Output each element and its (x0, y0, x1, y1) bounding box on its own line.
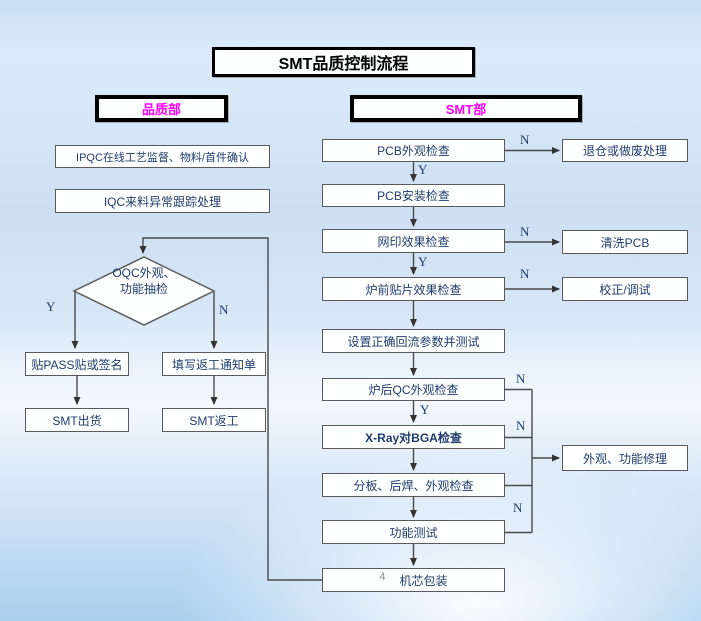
no-label-post-reflow: N (516, 371, 526, 386)
flow-box-post-reflow-qc-inspection: 炉后QC外观检查 (322, 378, 505, 401)
flow-box-core-packaging: 4 机芯包装 (322, 568, 505, 592)
flow-box-rework-notice: 填写返工通知单 (162, 352, 266, 376)
flow-box-clean-pcb: 清洗PCB (562, 230, 688, 254)
flow-box-depanel-solder-visual-inspection: 分板、后焊、外观检查 (322, 473, 505, 497)
page-title: SMT品质控制流程 (212, 47, 475, 77)
no-label-xray: N (516, 418, 526, 433)
flow-box-set-reflow-parameters: 设置正确回流参数并测试 (322, 329, 505, 353)
step-number-prefix: 4 (379, 571, 386, 583)
flow-box-pcb-mount-inspection: PCB安装检查 (322, 184, 505, 207)
no-label-pcb-visual: N (520, 132, 530, 147)
flow-box-smt-rework: SMT返工 (162, 408, 266, 432)
no-label-pre-reflow: N (520, 266, 530, 281)
flow-box-pcb-visual-inspection: PCB外观检查 (322, 139, 505, 162)
flow-box-ipqc-supervision: IPQC在线工艺监督、物料/首件确认 (55, 145, 270, 168)
yes-label-pcb-visual: Y (418, 162, 428, 177)
flow-box-visual-function-repair: 外观、功能修理 (562, 445, 688, 471)
yes-label-oqc: Y (46, 299, 56, 314)
flow-box-iqc-tracking: IQC来料异常跟踪处理 (55, 189, 270, 213)
no-label-oqc: N (219, 302, 229, 317)
flow-box-xray-bga-inspection: X-Ray对BGA检查 (322, 425, 505, 449)
flow-box-smt-ship: SMT出货 (25, 408, 129, 432)
decision-oqc-inspection: OQC外观、 功能抽检 (84, 266, 204, 297)
yes-label-post-reflow: Y (420, 402, 430, 417)
flow-box-screen-print-inspection: 网印效果检查 (322, 229, 505, 253)
yes-label-screen-print: Y (418, 254, 428, 269)
flow-box-calibrate-debug: 校正/调试 (562, 277, 688, 301)
decision-oqc-line2: 功能抽检 (119, 281, 168, 296)
header-smt-dept: SMT部 (350, 95, 582, 122)
flow-box-return-or-scrap: 退仓或做废处理 (562, 139, 688, 162)
header-quality-dept: 品质部 (95, 95, 228, 122)
flow-box-core-packaging-label: 机芯包装 (399, 573, 448, 588)
decision-oqc-line1: OQC外观、 (112, 266, 176, 280)
flow-box-pass-sticker: 贴PASS贴或签名 (25, 352, 129, 376)
flow-box-function-test: 功能测试 (322, 520, 505, 544)
flow-box-pre-reflow-placement-inspection: 炉前贴片效果检查 (322, 277, 505, 301)
no-label-function-test: N (513, 500, 523, 515)
no-label-screen-print: N (520, 224, 530, 239)
